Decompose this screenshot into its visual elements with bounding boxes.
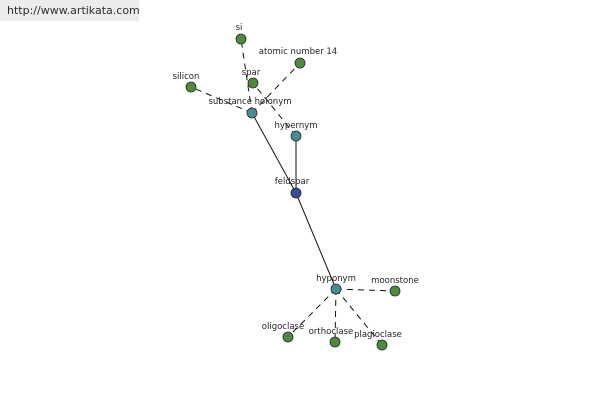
node-label-moonstone[interactable]: moonstone: [371, 276, 419, 286]
node-orthoclase[interactable]: [329, 336, 341, 348]
node-label-substance-holonym[interactable]: substance holonym: [208, 97, 291, 107]
node-label-plagioclase[interactable]: plagioclase: [354, 330, 402, 340]
label-layer: feldspar substance holonym hypernym hyponym…: [173, 23, 419, 340]
node-label-si[interactable]: si: [236, 23, 243, 33]
node-layer: [185, 33, 401, 351]
node-silicon[interactable]: [185, 81, 197, 93]
node-oligoclase[interactable]: [282, 331, 294, 343]
edge-feldspar-to-hyponym: [295, 192, 337, 290]
node-spar[interactable]: [247, 77, 259, 89]
node-hyponym[interactable]: [330, 283, 342, 295]
node-atomic-number-14[interactable]: [294, 57, 306, 69]
node-feldspar[interactable]: [290, 187, 302, 199]
node-label-feldspar[interactable]: feldspar: [275, 177, 310, 187]
node-label-atomic-number-14[interactable]: atomic number 14: [259, 47, 337, 57]
edge-substance-holonym-to-atomic-number-14: [251, 62, 301, 114]
edge-hyponym-to-plagioclase: [335, 288, 383, 346]
edge-hyponym-to-oligoclase: [287, 288, 337, 338]
node-label-oligoclase[interactable]: oligoclase: [262, 322, 304, 332]
node-substance-holonym[interactable]: [246, 107, 258, 119]
node-plagioclase[interactable]: [376, 339, 388, 351]
node-label-spar[interactable]: spar: [242, 68, 261, 78]
edge-substance-holonym-to-si: [240, 38, 253, 114]
node-label-hyponym[interactable]: hyponym: [316, 274, 356, 284]
node-hypernym[interactable]: [290, 130, 302, 142]
node-moonstone[interactable]: [389, 285, 401, 297]
node-si[interactable]: [235, 33, 247, 45]
node-label-silicon[interactable]: silicon: [173, 72, 200, 82]
edge-feldspar-to-substance-holonym: [251, 112, 297, 194]
edge-substance-holonym-to-silicon: [190, 86, 253, 114]
edge-hyponym-to-moonstone: [335, 288, 396, 292]
edge-hypernym-to-spar: [252, 82, 297, 137]
edge-layer: [190, 38, 396, 346]
node-label-hypernym[interactable]: hypernym: [274, 121, 317, 131]
node-label-orthoclase[interactable]: orthoclase: [309, 327, 354, 337]
edge-hyponym-to-orthoclase: [334, 288, 337, 343]
source-url-banner[interactable]: http://www.artikata.com: [0, 0, 140, 21]
